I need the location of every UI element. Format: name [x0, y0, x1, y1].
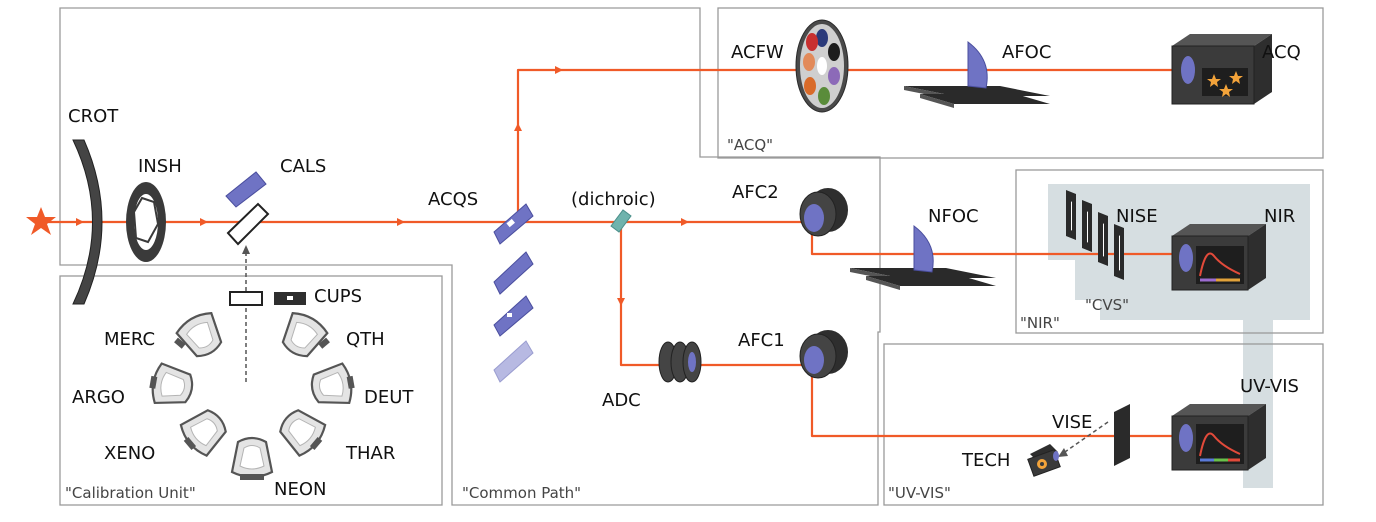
- common-path-box: [59, 7, 881, 506]
- lamp-label-qth: QTH: [346, 329, 385, 350]
- vise-slicer: [1114, 404, 1130, 466]
- cals-mirror: [225, 171, 270, 246]
- group-label-cvs: "CVS": [1085, 296, 1129, 314]
- star-icon: [26, 207, 56, 235]
- label-afoc: AFOC: [1002, 42, 1051, 63]
- lamp-icon: [279, 409, 327, 457]
- lamp-icon: [230, 436, 274, 480]
- focus-stage-icon: [850, 224, 996, 290]
- label-afc2: AFC2: [732, 182, 779, 203]
- label-dichroic: (dichroic): [571, 189, 656, 210]
- label-acqs: ACQS: [428, 189, 478, 210]
- adc-icon: [658, 341, 702, 383]
- label-nir: NIR: [1264, 206, 1295, 227]
- camera-icon: [1171, 404, 1266, 471]
- camera-icon: [1171, 224, 1266, 291]
- nise-slicer: [1066, 190, 1124, 280]
- lamp-label-neon: NEON: [274, 479, 326, 500]
- acqs-slide: [493, 203, 534, 383]
- label-uvvis: UV-VIS: [1240, 376, 1299, 397]
- group-label-nir: "NIR": [1020, 314, 1060, 332]
- group-label-uvvis: "UV-VIS": [888, 484, 951, 502]
- afc2-icon: [799, 188, 848, 237]
- lamp-label-argo: ARGO: [72, 387, 125, 408]
- lamp-icon: [149, 362, 194, 405]
- label-tech: TECH: [961, 450, 1010, 471]
- lamp-label-thar: THAR: [345, 443, 395, 464]
- uvvis-box: [883, 343, 1324, 506]
- lamp-icon: [179, 409, 227, 457]
- label-nfoc: NFOC: [928, 206, 979, 227]
- lamp-icon: [310, 362, 355, 405]
- group-label-calibration-unit: "Calibration Unit": [65, 484, 196, 502]
- group-label-common-path: "Common Path": [462, 484, 581, 502]
- focus-stage-icon: [904, 40, 1050, 108]
- crot-icon: [72, 139, 103, 305]
- lamp-label-xeno: XENO: [104, 443, 155, 464]
- acq-box: [717, 7, 1324, 159]
- lamp-label-deut: DEUT: [364, 387, 414, 408]
- dichroic-icon: [610, 209, 632, 233]
- label-insh: INSH: [138, 156, 182, 177]
- nir-box: [1015, 169, 1324, 334]
- lamp-icon: [174, 311, 223, 358]
- lamp-label-merc: MERC: [104, 329, 155, 350]
- label-vise: VISE: [1052, 412, 1092, 433]
- calibration-unit-box: [59, 275, 443, 506]
- label-crot: CROT: [68, 106, 119, 127]
- camera-icon: [1171, 34, 1272, 105]
- tech-icon: [1027, 444, 1061, 477]
- label-cups: CUPS: [314, 286, 362, 307]
- label-adc: ADC: [602, 390, 641, 411]
- label-afc1: AFC1: [738, 330, 785, 351]
- beam-paths: [40, 66, 1185, 438]
- insh-icon: [126, 182, 166, 262]
- label-acq: ACQ: [1262, 42, 1301, 63]
- label-nise: NISE: [1116, 206, 1158, 227]
- label-cals: CALS: [280, 156, 326, 177]
- afc1-icon: [799, 330, 848, 379]
- lamp-icon: [281, 311, 330, 358]
- tech-feed-line: [1061, 421, 1109, 455]
- cups-icon: [229, 291, 306, 306]
- label-acfw: ACFW: [731, 42, 784, 63]
- filter-wheel-icon: [795, 19, 849, 113]
- group-label-acq: "ACQ": [727, 136, 773, 154]
